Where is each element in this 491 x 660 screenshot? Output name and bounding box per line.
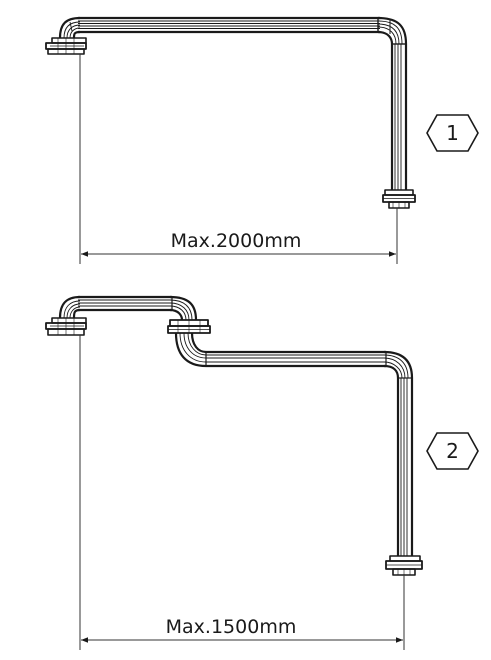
pipe-horizontal-run: [78, 16, 380, 34]
pipe-top-run: [78, 295, 172, 312]
pipe-left-elbow-2: [58, 295, 81, 319]
pipe-assembly-2: [45, 295, 423, 576]
pipe-left-elbow: [58, 16, 81, 39]
hexagon-badge-icon: [426, 114, 479, 152]
pipe-left-flange-2: [45, 317, 87, 336]
badge-label-1: 1: [446, 121, 459, 145]
figure-2: Max.1500mm 2: [45, 295, 479, 650]
pipe-bottom-nut-2: [385, 555, 423, 576]
dimension-line-1: [79, 54, 398, 264]
dimension-line-2: [79, 335, 405, 650]
pipe-right-elbow: [377, 16, 408, 45]
hexagon-badge-icon: [426, 432, 479, 470]
pipe-vertical-drop-2: [396, 377, 414, 556]
dimension-label-2: Max.1500mm: [166, 616, 297, 638]
pipe-left-flange: [45, 37, 87, 55]
pipe-long-run: [206, 350, 386, 368]
pipe-top-right-elbow: [169, 295, 198, 321]
dimension-label-1: Max.2000mm: [171, 230, 302, 252]
badge-label-2: 2: [446, 439, 459, 463]
pipe-bottom-nut: [382, 189, 416, 209]
pipe-right-elbow-2: [383, 350, 414, 379]
figure-1: Max.2000mm 1: [45, 16, 479, 264]
pipe-vertical-drop: [390, 43, 408, 190]
pipe-lower-left-elbow: [174, 332, 207, 368]
pipe-assembly-1: [45, 16, 416, 209]
item-number-badge-1: 1: [426, 114, 479, 152]
pipe-union-coupling: [167, 319, 211, 334]
item-number-badge-2: 2: [426, 432, 479, 470]
